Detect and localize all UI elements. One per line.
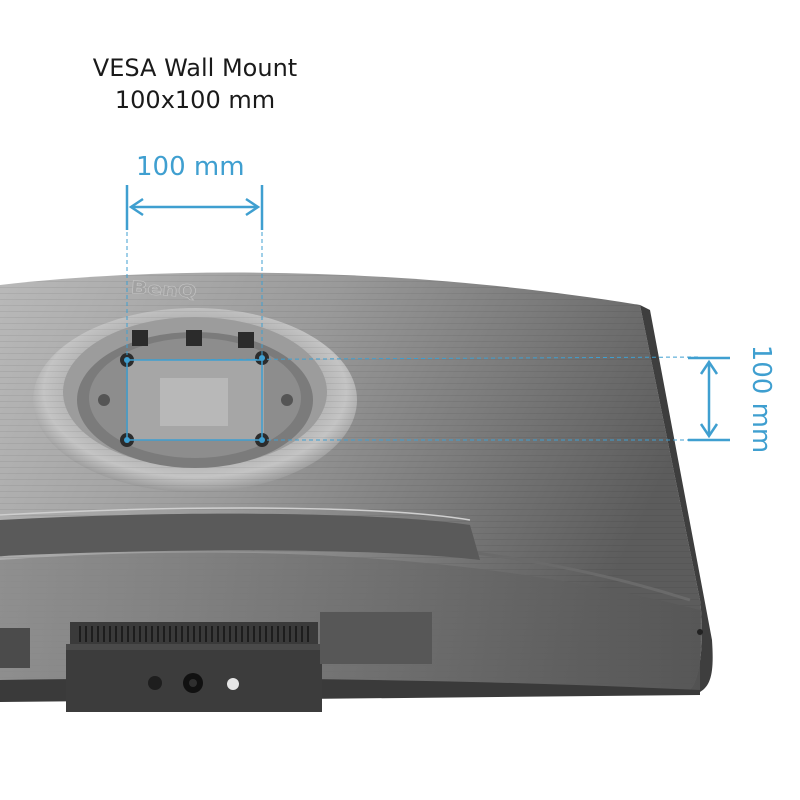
- vesa-guide-lines: [126, 190, 701, 441]
- vertical-dimension-arrow: [688, 356, 730, 442]
- power-led: [227, 678, 239, 690]
- title-line-2: 100x100 mm: [114, 86, 276, 114]
- vertical-dimension-label: 100 mm: [746, 344, 776, 454]
- horizontal-dimension-arrow: [125, 185, 264, 230]
- control-button-1: [148, 676, 162, 690]
- page-title: VESA Wall Mount 100x100 mm: [40, 52, 350, 116]
- side-panel: [320, 612, 432, 664]
- horizontal-dimension-label: 100 mm: [136, 152, 245, 182]
- brand-logo: BenQ: [130, 277, 197, 302]
- control-module: [66, 622, 322, 712]
- title-line-1: VESA Wall Mount: [92, 54, 298, 82]
- io-recess: [0, 513, 480, 560]
